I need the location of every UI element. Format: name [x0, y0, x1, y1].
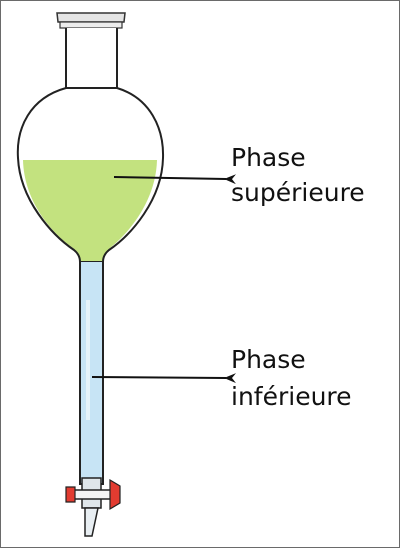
- stem-highlight: [86, 300, 90, 420]
- drip-tip: [84, 507, 99, 537]
- stopcock-handle-right: [109, 478, 121, 511]
- stopcock-handle-left: [65, 486, 76, 503]
- stopper: [56, 12, 126, 29]
- upper-phase-liquid: [23, 160, 157, 262]
- glass-highlight: [33, 107, 63, 146]
- lower-phase-label-line1: Phase: [231, 345, 306, 374]
- lower-phase-arrow: [91, 373, 237, 384]
- upper-phase-arrow: [113, 174, 237, 185]
- lower-phase-liquid: [80, 262, 103, 484]
- funnel-neck: [65, 28, 118, 89]
- stopcock: [65, 477, 121, 511]
- upper-phase-label-line2: supérieure: [231, 178, 365, 207]
- upper-phase-label-line1: Phase: [231, 143, 306, 172]
- lower-phase-label-line2: inférieure: [231, 382, 352, 411]
